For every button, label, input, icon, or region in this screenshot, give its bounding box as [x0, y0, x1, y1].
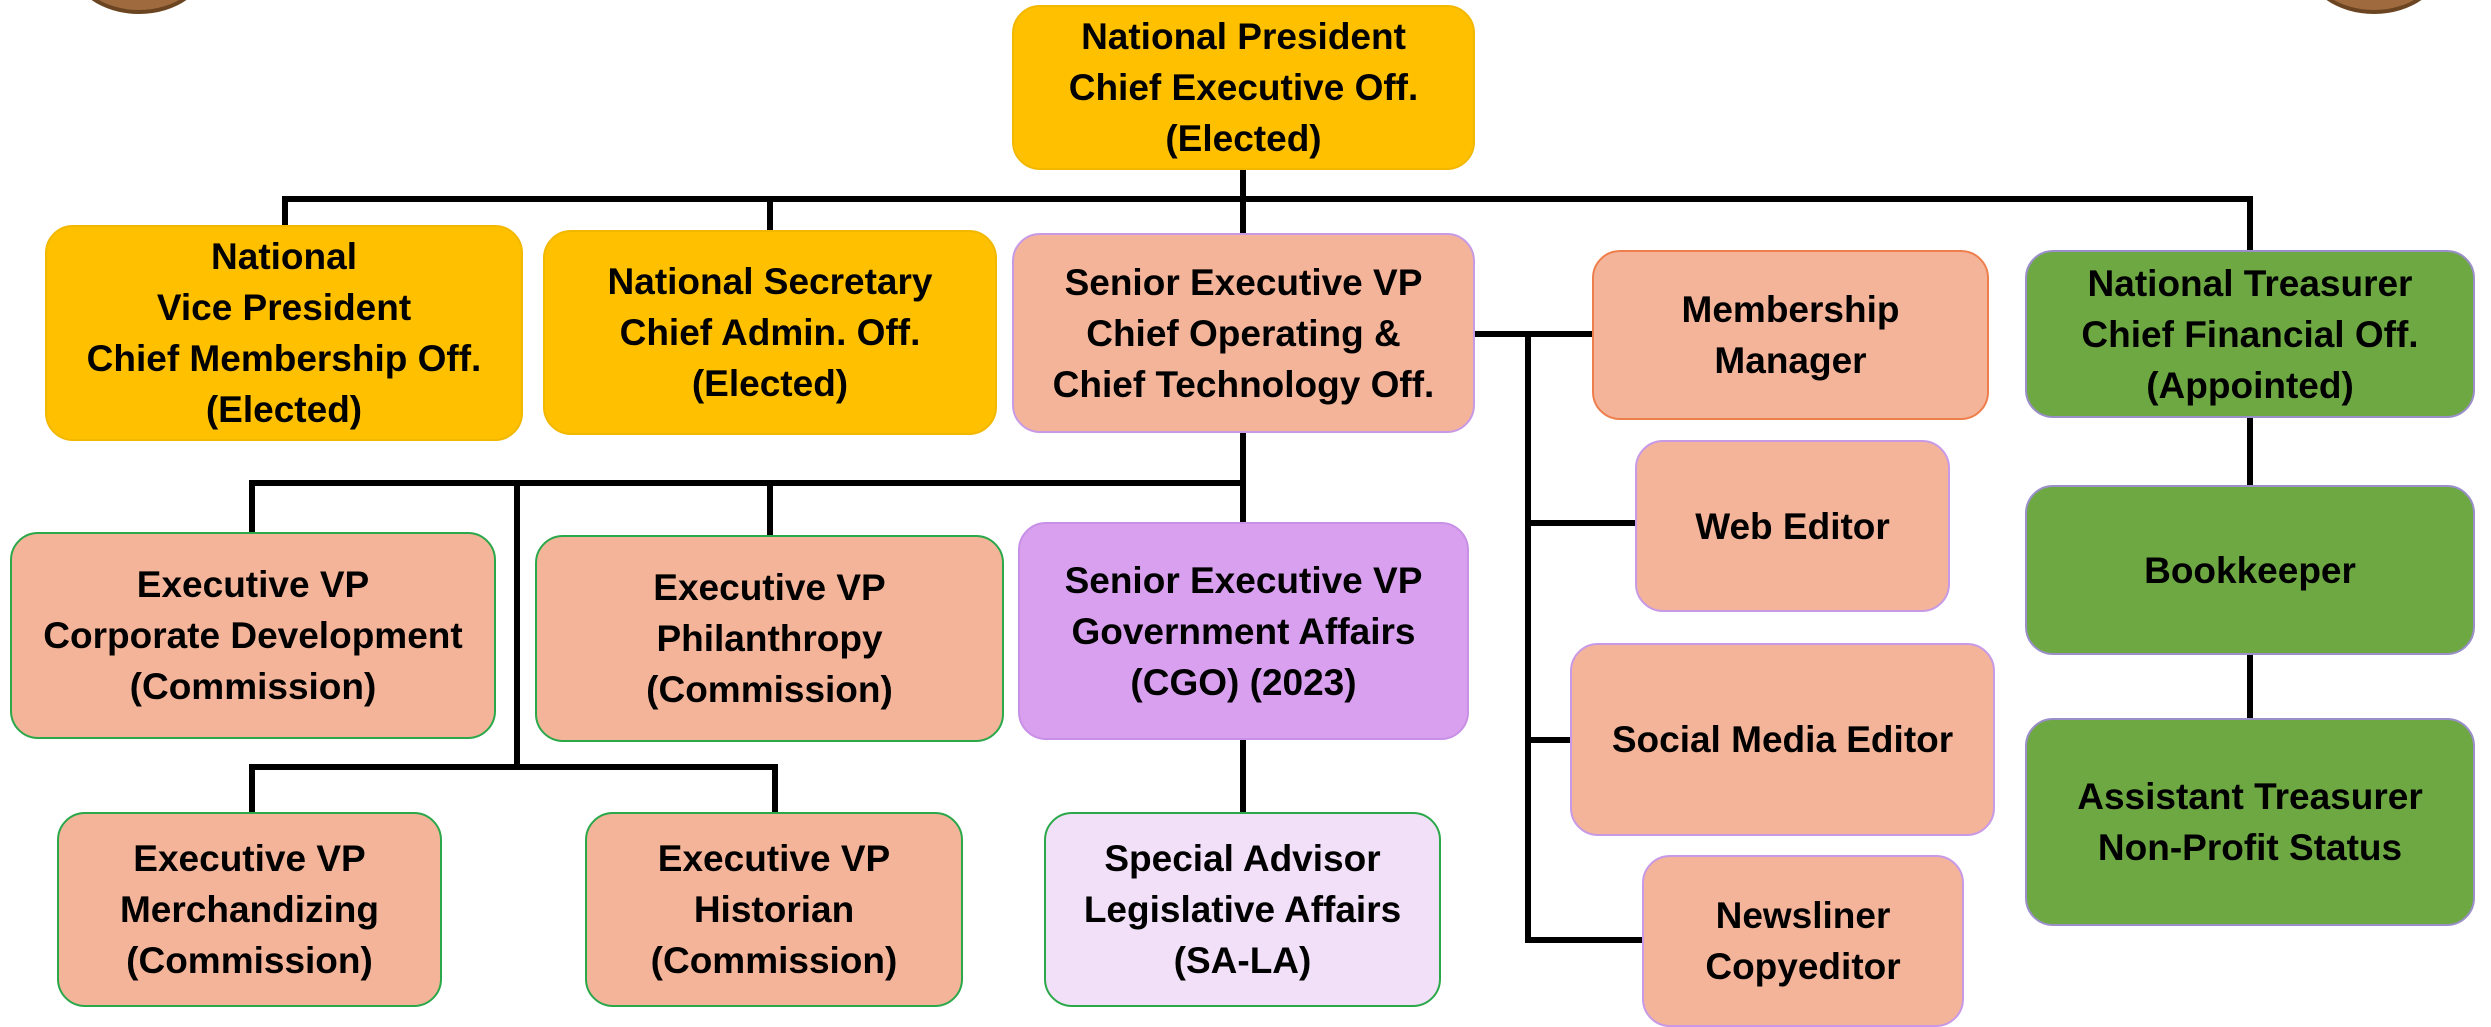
node-evp-merchandizing: Executive VP Merchandizing (Commission) — [57, 812, 442, 1007]
node-label: Membership — [1681, 289, 1900, 330]
node-label: National Treasurer — [2087, 262, 2413, 304]
node-web-editor: Web Editor — [1635, 440, 1950, 612]
node-label: Non-Profit Status — [2097, 827, 2403, 868]
node-national-vice-president: National Vice President Chief Membership… — [45, 225, 523, 441]
node-senior-evp-government-affairs: Senior Executive VP Government Affairs (… — [1018, 522, 1469, 740]
node-label: Senior Executive VP — [1064, 559, 1423, 601]
node-label: Special Advisor — [1104, 838, 1381, 879]
node-label: Chief Membership Off. — [86, 338, 482, 379]
node-special-advisor-legislative-affairs: Special Advisor Legislative Affairs (SA-… — [1044, 812, 1441, 1007]
node-label: Chief Financial Off. — [2081, 313, 2419, 355]
node-national-president: National President Chief Executive Off. … — [1012, 5, 1475, 170]
node-label: National Secretary — [607, 261, 933, 302]
node-label: Executive VP — [133, 838, 366, 879]
node-label: (Elected) — [691, 363, 849, 404]
node-label: Executive VP — [136, 564, 370, 605]
node-label: National President — [1081, 16, 1406, 57]
node-label: (Commission) — [129, 666, 377, 707]
node-label: Legislative Affairs — [1083, 889, 1402, 930]
node-label: Historian — [693, 889, 855, 930]
node-label: (Commission) — [650, 940, 898, 981]
node-national-secretary: National Secretary Chief Admin. Off. (El… — [543, 230, 997, 435]
node-social-media-editor: Social Media Editor — [1570, 643, 1995, 836]
node-label: Copyeditor — [1705, 946, 1901, 987]
node-label: Philanthropy — [656, 618, 883, 659]
node-label: (Elected) — [1165, 118, 1322, 159]
node-assistant-treasurer: Assistant Treasurer Non-Profit Status — [2025, 718, 2475, 926]
node-label: Assistant Treasurer — [2077, 776, 2423, 817]
node-label: Newsliner — [1715, 895, 1891, 936]
node-label: (Commission) — [646, 669, 893, 710]
node-senior-evp-coo: Senior Executive VP Chief Operating & Ch… — [1012, 233, 1475, 433]
node-label: (CGO) (2023) — [1130, 661, 1357, 703]
node-label: (Commission) — [126, 940, 373, 981]
node-newsliner-copyeditor: Newsliner Copyeditor — [1642, 855, 1964, 1027]
node-label: National — [211, 236, 357, 277]
node-label: Chief Executive Off. — [1068, 67, 1419, 108]
node-label: (Appointed) — [2146, 364, 2354, 406]
node-evp-historian: Executive VP Historian (Commission) — [585, 812, 963, 1007]
node-label: Chief Operating & — [1086, 312, 1401, 354]
node-label: Government Affairs — [1071, 610, 1416, 652]
node-membership-manager: Membership Manager — [1592, 250, 1989, 420]
node-label: Corporate Development — [43, 615, 463, 656]
node-label: Executive VP — [653, 567, 886, 608]
node-label: (Elected) — [205, 389, 363, 430]
node-label: Chief Technology Off. — [1052, 363, 1435, 405]
node-evp-corporate-development: Executive VP Corporate Development (Comm… — [10, 532, 496, 739]
node-label: Executive VP — [657, 838, 891, 879]
node-label: Chief Admin. Off. — [619, 312, 921, 353]
node-label: Senior Executive VP — [1064, 261, 1423, 303]
node-label: Bookkeeper — [2144, 549, 2356, 591]
node-label: (SA-LA) — [1173, 940, 1312, 981]
node-label: Social Media Editor — [1611, 719, 1954, 760]
node-national-treasurer: National Treasurer Chief Financial Off. … — [2025, 250, 2475, 418]
node-label: Vice President — [156, 287, 412, 328]
node-evp-philanthropy: Executive VP Philanthropy (Commission) — [535, 535, 1004, 742]
node-label: Web Editor — [1695, 505, 1890, 547]
node-label: Manager — [1714, 340, 1867, 381]
node-label: Merchandizing — [119, 889, 380, 930]
node-bookkeeper: Bookkeeper — [2025, 485, 2475, 655]
